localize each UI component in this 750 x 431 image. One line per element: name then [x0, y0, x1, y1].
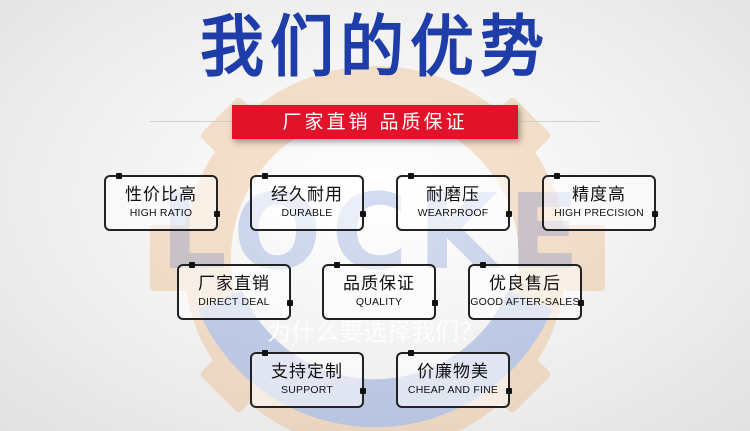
card-notch-icon — [432, 300, 438, 306]
card-notch-icon — [506, 211, 512, 217]
watermark-caption: 为什么要选择我们？ — [267, 318, 483, 346]
card-notch-icon — [214, 211, 220, 217]
card-notch-icon — [287, 300, 293, 306]
card-notch-icon — [334, 262, 340, 268]
feature-card: 厂家直销 DIRECT DEAL — [177, 262, 293, 320]
card-notch-icon — [116, 173, 122, 179]
card-notch-icon — [262, 173, 268, 179]
card-notch-icon — [360, 211, 366, 217]
feature-card: 经久耐用 DURABLE — [250, 173, 366, 231]
feature-cn: 品质保证 — [343, 274, 415, 294]
feature-en: DURABLE — [281, 207, 333, 219]
feature-en: HIGH RATIO — [129, 207, 193, 219]
feature-card: 性价比高 HIGH RATIO — [104, 173, 220, 231]
card-notch-icon — [408, 350, 414, 356]
slogan-banner: 厂家直销 品质保证 — [232, 105, 518, 139]
feature-card: 支持定制 SUPPORT — [250, 350, 366, 408]
feature-cn: 经久耐用 — [271, 185, 343, 205]
divider — [518, 121, 600, 122]
feature-en: QUALITY — [355, 296, 403, 308]
feature-en: CHEAP AND FINE — [407, 384, 499, 396]
feature-card: 优良售后 GOOD AFTER-SALES — [468, 262, 584, 320]
card-notch-icon — [578, 300, 584, 306]
feature-cn: 价廉物美 — [417, 362, 489, 382]
feature-cn: 厂家直销 — [198, 274, 270, 294]
card-notch-icon — [262, 350, 268, 356]
feature-en: GOOD AFTER-SALES — [470, 296, 580, 308]
card-notch-icon — [189, 262, 195, 268]
feature-card: 品质保证 QUALITY — [322, 262, 438, 320]
card-notch-icon — [360, 388, 366, 394]
card-notch-icon — [408, 173, 414, 179]
feature-cn: 优良售后 — [489, 274, 561, 294]
card-notch-icon — [652, 211, 658, 217]
feature-en: WEARPROOF — [417, 207, 489, 219]
card-notch-icon — [554, 173, 560, 179]
feature-cn: 精度高 — [572, 185, 626, 205]
feature-cn: 支持定制 — [271, 362, 343, 382]
feature-card: 价廉物美 CHEAP AND FINE — [396, 350, 512, 408]
divider — [150, 121, 232, 122]
feature-en: HIGH PRECISION — [554, 207, 644, 219]
card-notch-icon — [480, 262, 486, 268]
feature-cn: 性价比高 — [125, 185, 197, 205]
feature-en: DIRECT DEAL — [198, 296, 270, 308]
page-title: 我们的优势 — [200, 9, 550, 87]
feature-card: 耐磨压 WEARPROOF — [396, 173, 512, 231]
feature-en: SUPPORT — [281, 384, 333, 396]
card-notch-icon — [506, 388, 512, 394]
feature-card: 精度高 HIGH PRECISION — [542, 173, 658, 231]
feature-cn: 耐磨压 — [426, 185, 480, 205]
